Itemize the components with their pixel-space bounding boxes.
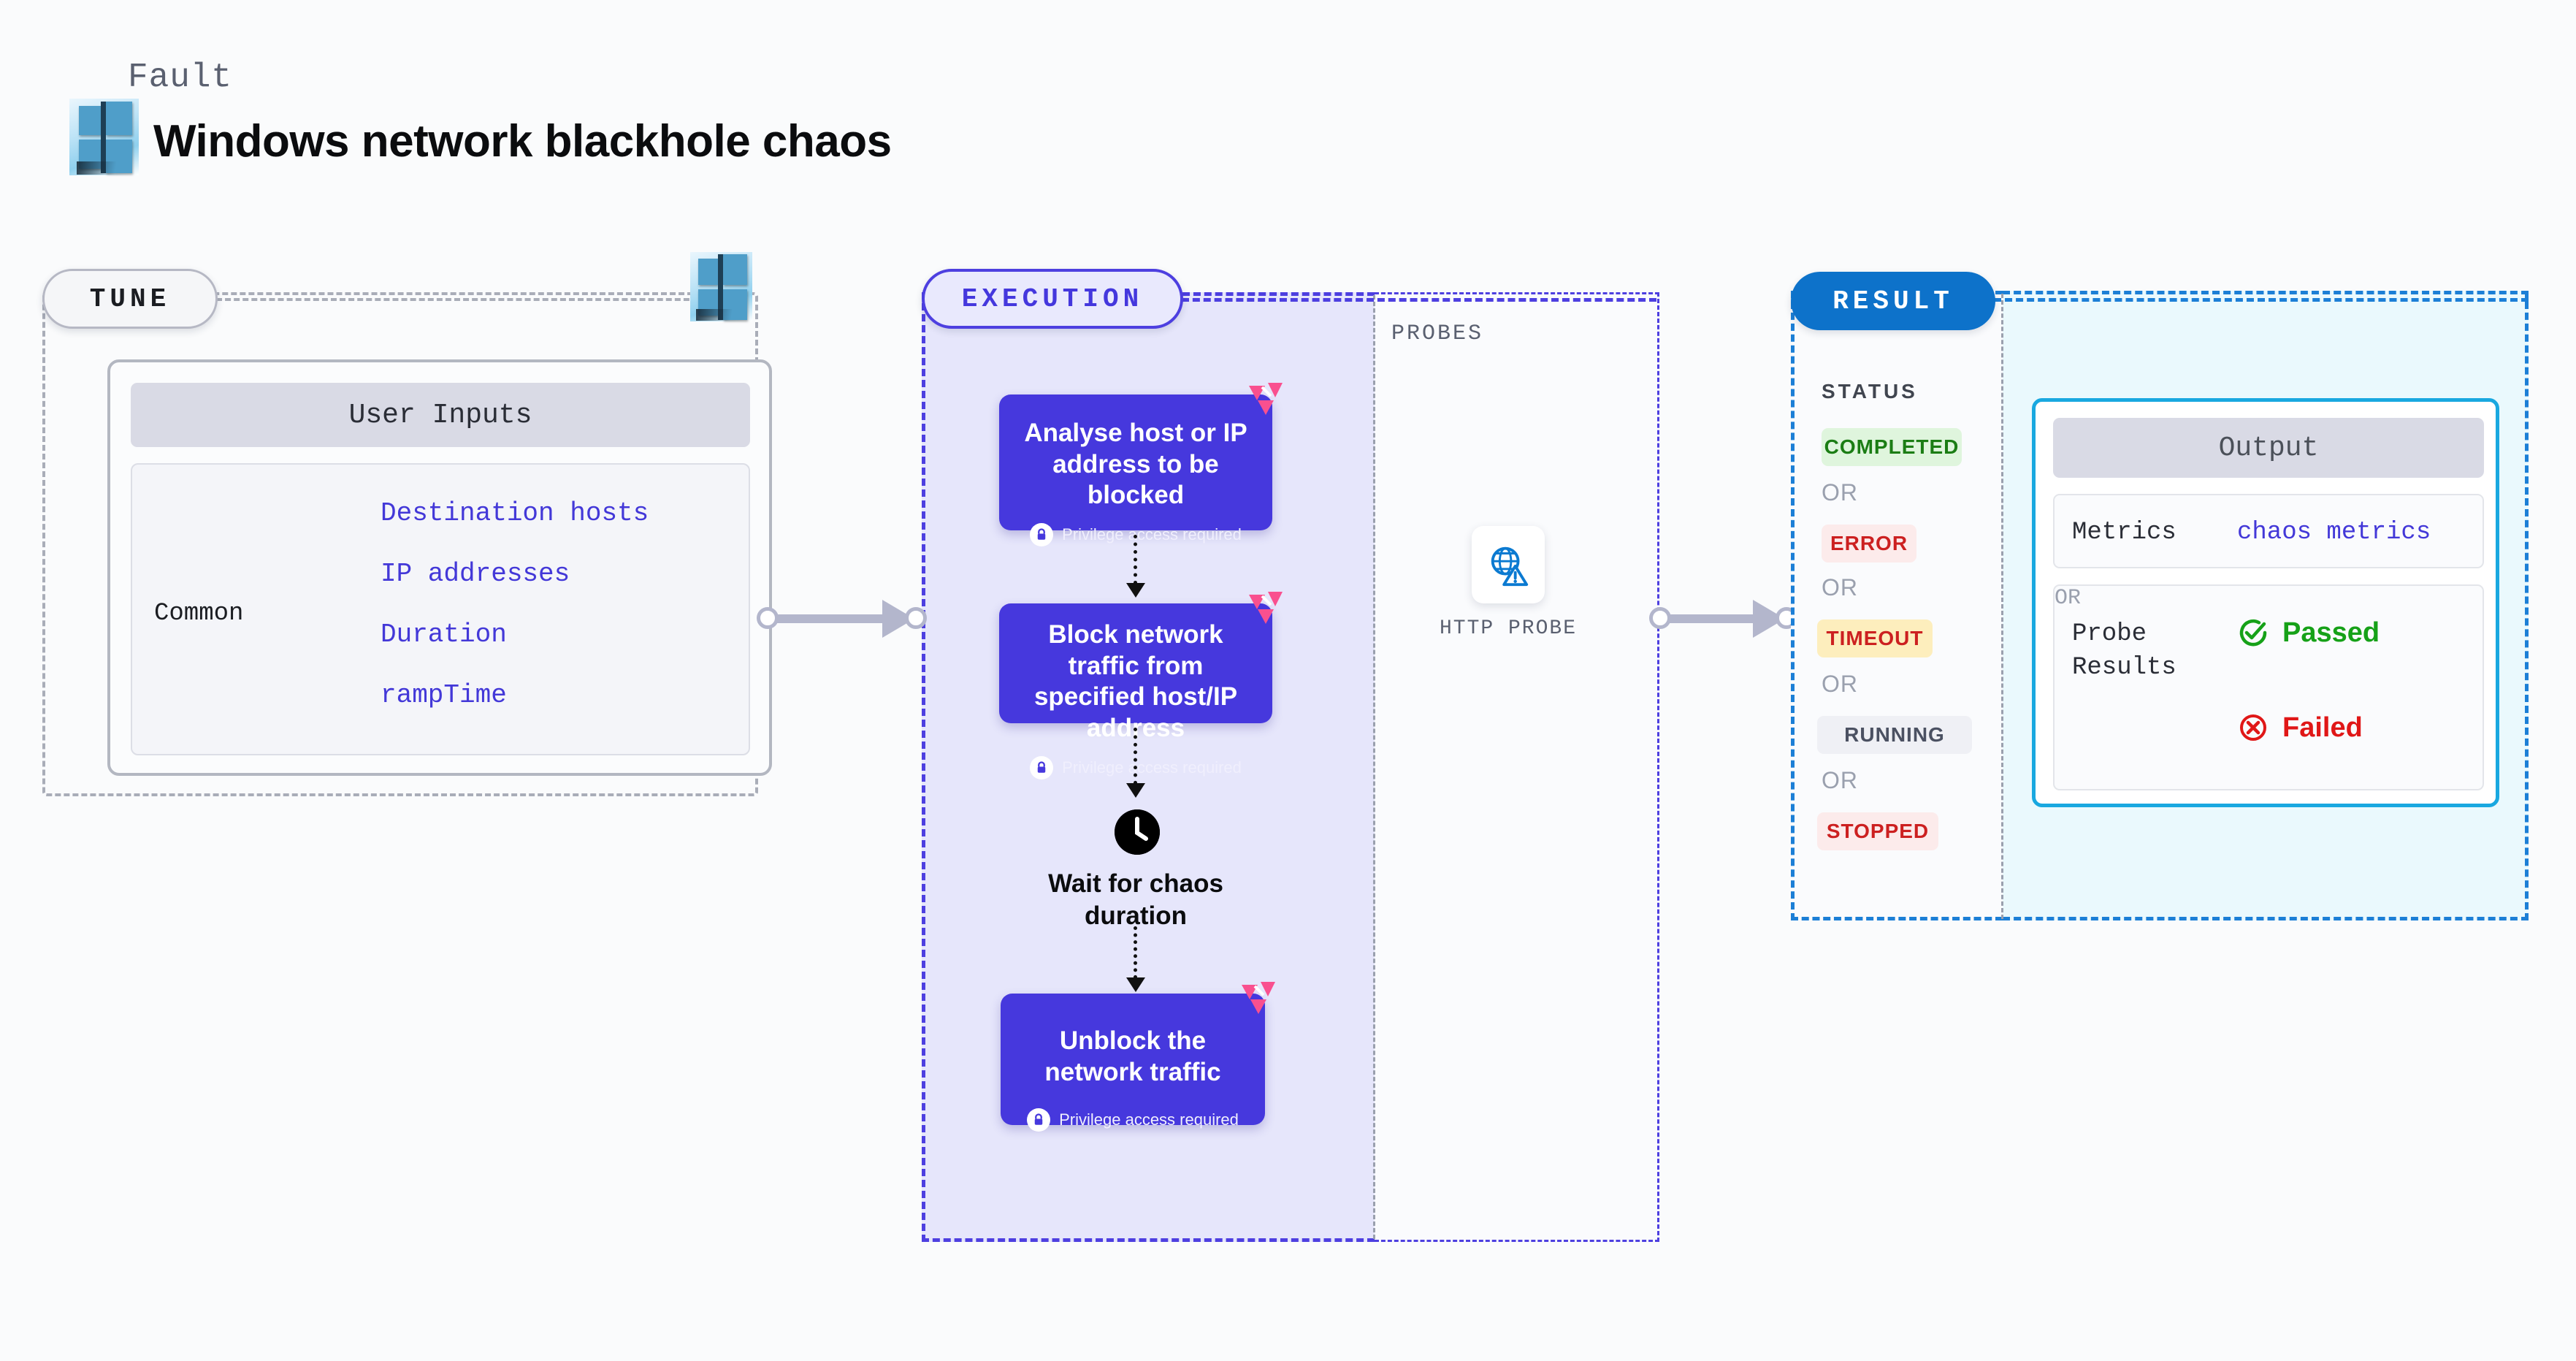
probe-failed-result: Failed bbox=[2237, 712, 2363, 744]
metrics-row: Metrics chaos metrics bbox=[2053, 494, 2484, 568]
common-params-box: Common Destination hosts IP addresses Du… bbox=[131, 463, 750, 755]
flow-arrow-head bbox=[1126, 783, 1145, 798]
lock-icon bbox=[1027, 1108, 1051, 1132]
probes-section bbox=[1375, 292, 1659, 1242]
or-separator: OR bbox=[1822, 574, 1858, 601]
http-probe-card[interactable] bbox=[1472, 526, 1545, 603]
execution-step-title: Analyse host or IP address to be blocked bbox=[1024, 419, 1247, 510]
probe-passed-label: Passed bbox=[2282, 617, 2380, 648]
privilege-note: Privilege access required bbox=[1001, 1108, 1265, 1132]
flow-arrow-head bbox=[1126, 583, 1145, 598]
probe-results-key-label: Probe Results bbox=[2072, 618, 2176, 685]
tune-card: User Inputs Common Destination hosts IP … bbox=[107, 359, 772, 776]
common-group-label: Common bbox=[154, 600, 244, 628]
globe-warning-icon bbox=[1491, 546, 1529, 587]
flow-arrow-head bbox=[1126, 977, 1145, 992]
flow-arrow-line bbox=[1134, 535, 1137, 584]
lock-icon bbox=[1030, 523, 1054, 547]
probes-section-label: PROBES bbox=[1391, 321, 1484, 346]
or-separator: OR bbox=[1822, 479, 1858, 506]
result-leader-line bbox=[1994, 298, 2529, 302]
metrics-value[interactable]: chaos metrics bbox=[2237, 519, 2431, 546]
privilege-note-text: Privilege access required bbox=[1062, 758, 1242, 777]
tune-param-list: Destination hosts IP addresses Duration … bbox=[381, 498, 731, 741]
execution-section-pill[interactable]: EXECUTION bbox=[922, 269, 1183, 329]
status-label: STATUS bbox=[1822, 380, 1918, 403]
litmus-chaos-icon bbox=[1242, 982, 1275, 1014]
metrics-key-label: Metrics bbox=[2072, 519, 2176, 546]
check-circle-icon bbox=[2239, 619, 2267, 647]
connector-execution-to-result bbox=[1649, 600, 1799, 638]
or-separator: OR bbox=[1822, 671, 1858, 697]
windows-logo-icon bbox=[690, 252, 752, 321]
page-header: Fault Windows network blackhole chaos bbox=[69, 44, 1092, 175]
flow-arrow-line bbox=[1134, 728, 1137, 785]
probe-key-line2: Results bbox=[2072, 653, 2176, 682]
privilege-note-text: Privilege access required bbox=[1059, 1110, 1239, 1129]
connector-tune-to-execution bbox=[757, 600, 928, 638]
or-separator: OR bbox=[2055, 586, 2082, 611]
privilege-note-text: Privilege access required bbox=[1062, 525, 1242, 544]
x-circle-icon bbox=[2240, 714, 2266, 741]
result-section-pill[interactable]: RESULT bbox=[1791, 272, 1995, 330]
litmus-chaos-icon bbox=[1249, 592, 1283, 624]
user-inputs-header: User Inputs bbox=[131, 383, 750, 447]
status-badge: RUNNING bbox=[1817, 716, 1972, 754]
probe-passed-result: Passed bbox=[2237, 617, 2380, 649]
tune-section-pill[interactable]: TUNE bbox=[42, 269, 218, 329]
execution-step-title: Block network traffic from specified hos… bbox=[1033, 620, 1238, 743]
probe-failed-label: Failed bbox=[2282, 712, 2363, 743]
output-header: Output bbox=[2053, 418, 2484, 478]
page-title: Windows network blackhole chaos bbox=[153, 116, 892, 167]
status-badge: TIMEOUT bbox=[1817, 619, 1933, 657]
privilege-note: Privilege access required bbox=[999, 523, 1272, 547]
flow-arrow-line bbox=[1134, 926, 1137, 979]
output-panel: Output Metrics chaos metrics Probe Resul… bbox=[2032, 398, 2499, 807]
clock-icon bbox=[1115, 809, 1160, 855]
status-badge: COMPLETED bbox=[1822, 428, 1962, 466]
result-divider bbox=[2001, 294, 2003, 919]
windows-logo-icon bbox=[69, 99, 139, 175]
execution-step-card[interactable]: Analyse host or IP address to be blocked… bbox=[999, 383, 1283, 547]
lock-icon bbox=[1030, 755, 1054, 779]
tune-param-item[interactable]: IP addresses bbox=[381, 559, 570, 589]
status-badge: STOPPED bbox=[1817, 812, 1938, 850]
execution-step-card[interactable]: Block network traffic from specified hos… bbox=[999, 592, 1283, 779]
execution-leader-line bbox=[1182, 298, 1656, 302]
tune-param-item[interactable]: Destination hosts bbox=[381, 498, 649, 528]
probe-key-line1: Probe bbox=[2072, 620, 2147, 648]
fault-kicker-label: Fault bbox=[128, 58, 233, 96]
execution-step-card[interactable]: Unblock the network traffic Privilege ac… bbox=[1001, 982, 1275, 1132]
execution-step-title: Unblock the network traffic bbox=[1044, 1026, 1221, 1086]
probes-divider bbox=[1373, 295, 1375, 1239]
litmus-chaos-icon bbox=[1249, 383, 1283, 415]
tune-param-item[interactable]: Duration bbox=[381, 619, 507, 649]
wait-step-label: Wait for chaos duration bbox=[1048, 869, 1223, 930]
tune-section: User Inputs Common Destination hosts IP … bbox=[42, 292, 772, 796]
status-badge: ERROR bbox=[1822, 525, 1916, 563]
probe-results-row: Probe Results Passed OR Failed bbox=[2053, 584, 2484, 790]
tune-leader-line bbox=[216, 298, 698, 301]
privilege-note: Privilege access required bbox=[999, 755, 1272, 779]
tune-param-item[interactable]: rampTime bbox=[381, 680, 507, 710]
http-probe-label: HTTP PROBE bbox=[1439, 617, 1578, 640]
or-separator: OR bbox=[1822, 767, 1858, 793]
